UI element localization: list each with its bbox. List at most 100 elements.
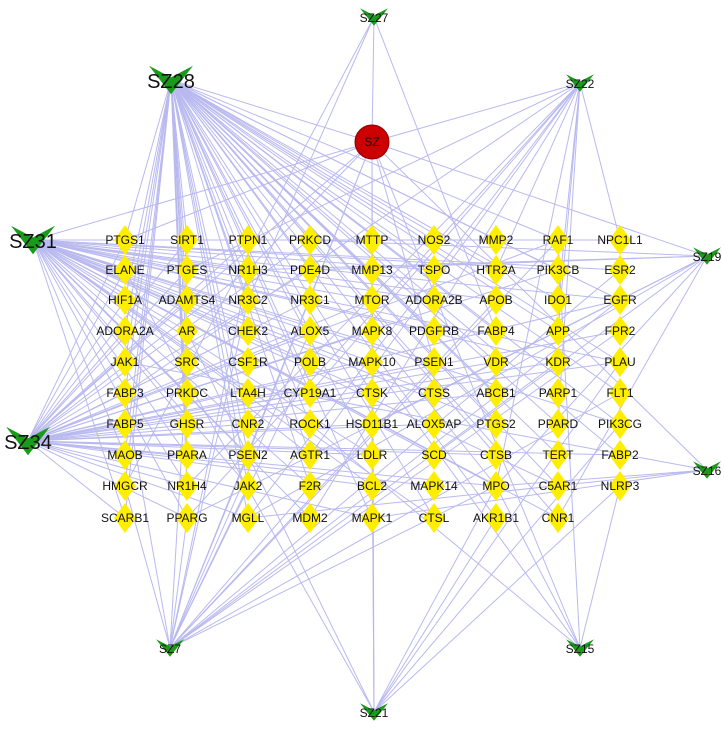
source-node-sz7: SZ7 — [156, 639, 184, 657]
source-v-shape — [566, 639, 594, 657]
target-diamond — [485, 347, 507, 377]
target-label: APP — [546, 324, 570, 338]
target-label: JAK2 — [234, 479, 263, 493]
target-diamond — [485, 316, 507, 346]
edge-sz28-alox5 — [170, 79, 311, 332]
target-label: MAPK14 — [410, 479, 458, 493]
edge-hub-sz28 — [170, 79, 373, 143]
target-label: CTSS — [418, 386, 450, 400]
target-diamond — [547, 225, 569, 255]
edge-sz34-mapk1 — [27, 440, 373, 519]
edge-sz16-mgll — [247, 469, 708, 519]
target-label: ALOX5AP — [407, 417, 462, 431]
target-node-c5ar1: C5AR1 — [539, 471, 578, 501]
target-node-ctsl: CTSL — [419, 503, 450, 533]
edge-sz31-psen1 — [32, 239, 435, 363]
target-label: LTA4H — [230, 386, 266, 400]
target-label: ALOX5 — [291, 324, 330, 338]
target-label: FABP3 — [106, 386, 144, 400]
target-label: CSF1R — [228, 355, 268, 369]
target-label: HMGCR — [102, 479, 148, 493]
edge-hub-sz27 — [371, 16, 375, 143]
target-label: ADAMTS4 — [159, 293, 216, 307]
edge-sz22-npc1l1 — [579, 82, 621, 241]
target-label: AGTR1 — [290, 448, 330, 462]
target-label: CNR1 — [542, 511, 575, 525]
target-node-ptges: PTGES — [167, 255, 207, 285]
target-node-polb: POLB — [294, 347, 326, 377]
target-node-ghsr: GHSR — [170, 409, 205, 439]
target-diamond — [423, 255, 445, 285]
target-label: ESR2 — [604, 263, 636, 277]
target-diamond — [237, 347, 259, 377]
edge-sz31-plau — [32, 239, 621, 363]
target-node-pik3cb: PIK3CB — [537, 255, 580, 285]
target-diamond — [237, 378, 259, 408]
target-diamond — [299, 409, 321, 439]
source-node-sz19: SZ19 — [693, 247, 722, 265]
target-label: PSEN2 — [228, 448, 268, 462]
target-label: PDE4D — [290, 263, 330, 277]
edge-sz31-scarb1 — [32, 239, 126, 519]
target-node-nlrp3: NLRP3 — [601, 471, 640, 501]
target-diamond — [485, 225, 507, 255]
target-node-fabp4: FABP4 — [477, 316, 515, 346]
target-diamond — [361, 378, 383, 408]
target-node-flt1: FLT1 — [606, 378, 634, 408]
edge-sz34-ptgs1 — [27, 239, 126, 442]
edge-sz28-jak1 — [124, 79, 172, 363]
edge-sz15-nlrp3 — [579, 485, 621, 649]
target-diamond — [423, 503, 445, 533]
edge-sz28-mpo — [170, 79, 497, 487]
edge-hub-nr1h3 — [247, 141, 373, 271]
target-diamond — [361, 440, 383, 470]
target-diamond — [176, 316, 198, 346]
target-diamond — [176, 471, 198, 501]
target-node-maob: MAOB — [107, 440, 143, 470]
edge-sz28-pik3cg — [170, 79, 621, 425]
target-diamond — [609, 225, 631, 255]
source-v-shape — [360, 703, 388, 721]
target-node-psen2: PSEN2 — [228, 440, 268, 470]
edge-sz34-mapk14 — [27, 440, 435, 487]
edge-sz31-apob — [32, 239, 497, 301]
edge-sz28-adora2a — [124, 79, 172, 332]
target-node-scarb1: SCARB1 — [101, 503, 149, 533]
source-label: SZ28 — [147, 71, 195, 93]
target-diamond — [609, 409, 631, 439]
target-label: NOS2 — [418, 233, 451, 247]
edge-sz34-pparg — [27, 440, 188, 519]
target-label: HIF1A — [108, 293, 142, 307]
source-node-sz16: SZ16 — [693, 461, 722, 479]
edge-sz34-pde4d — [27, 269, 311, 442]
target-label: PSEN1 — [414, 355, 454, 369]
target-diamond — [547, 285, 569, 315]
target-label: PTGS1 — [105, 233, 145, 247]
target-label: C5AR1 — [539, 479, 578, 493]
source-label: SZ15 — [566, 642, 595, 656]
source-v-shape — [149, 65, 193, 95]
target-label: PIK3CB — [537, 263, 580, 277]
target-node-f2r: F2R — [299, 471, 322, 501]
target-node-lta4h: LTA4H — [230, 378, 266, 408]
target-diamond — [176, 255, 198, 285]
edge-sz31-f2r — [32, 239, 311, 487]
target-diamond — [361, 255, 383, 285]
edge-sz34-hif1a — [27, 299, 126, 442]
edge-sz34-abcb1 — [27, 392, 497, 442]
target-label: CYP19A1 — [284, 386, 337, 400]
edge-sz22-app — [557, 82, 581, 332]
target-label: APOB — [479, 293, 512, 307]
edge-sz16-mapk1 — [371, 469, 708, 519]
target-diamond — [485, 255, 507, 285]
target-diamond — [609, 347, 631, 377]
target-diamond — [547, 347, 569, 377]
source-label: SZ31 — [9, 231, 57, 253]
target-label: ELANE — [105, 263, 144, 277]
target-node-parp1: PARP1 — [539, 378, 578, 408]
target-label: KDR — [545, 355, 571, 369]
target-label: MTTP — [356, 233, 389, 247]
target-label: HSD11B1 — [346, 417, 399, 431]
edge-sz31-pparg — [32, 239, 188, 519]
target-node-mgll: MGLL — [232, 503, 265, 533]
